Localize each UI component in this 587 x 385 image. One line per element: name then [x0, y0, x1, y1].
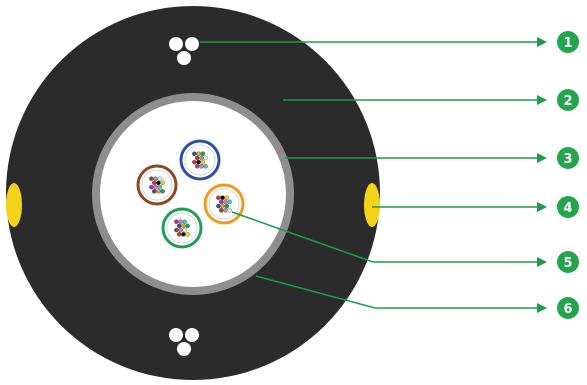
fiber-dot — [157, 184, 163, 190]
fiber-dot — [151, 180, 157, 186]
callout-number-1: 1 — [563, 36, 572, 51]
callout-number-6: 6 — [563, 302, 572, 317]
fiber-dot — [156, 188, 161, 194]
fiber-dot — [220, 203, 225, 209]
fiber-dot — [176, 223, 182, 229]
fiber-dot — [196, 159, 201, 165]
fiber-dot — [149, 184, 154, 190]
callout-badge-3: 3 — [557, 147, 579, 169]
fiber-dot — [223, 199, 228, 205]
fiber-dot — [156, 180, 161, 186]
fiber-dot — [194, 155, 200, 161]
fiber-dot — [200, 151, 206, 156]
fiber-dot — [224, 195, 230, 200]
fiber-dot — [160, 188, 165, 194]
fiber-dot — [174, 227, 179, 233]
arrowhead-2 — [537, 95, 547, 105]
strength-member-bottom — [169, 328, 199, 356]
loose-tube-brown — [136, 164, 178, 206]
fiber-dot — [185, 223, 190, 229]
fiber-dot — [182, 219, 188, 224]
fiber-dot — [157, 176, 163, 181]
arrowhead-3 — [537, 153, 547, 163]
fiber-dot — [176, 231, 182, 237]
fiber-dot — [216, 195, 221, 200]
fiber-dot — [220, 195, 225, 200]
arrowhead-1 — [537, 37, 547, 47]
callout-number-3: 3 — [563, 152, 572, 167]
arrowhead-5 — [537, 257, 547, 267]
fiber-dot — [181, 223, 186, 229]
fiber-dot — [196, 151, 201, 156]
fiber-dot — [185, 231, 190, 237]
arrowheads — [537, 37, 547, 313]
callout-badge-2: 2 — [557, 89, 579, 111]
callout-number-4: 4 — [563, 201, 572, 216]
strength-member-top — [169, 37, 199, 65]
ripcord-left — [6, 183, 22, 227]
fiber-bundles — [149, 151, 232, 237]
loose-tube-orange — [203, 183, 245, 225]
fiber-dot — [216, 203, 221, 209]
fiber-dot — [203, 155, 208, 161]
fiber-dot — [224, 203, 230, 209]
callout-badge-5: 5 — [557, 251, 579, 273]
fiber-dot — [227, 199, 232, 205]
callout-badge-1: 1 — [557, 31, 579, 53]
leader-lines — [200, 41, 540, 309]
callout-number-2: 2 — [563, 94, 572, 109]
leader-line-6 — [255, 275, 540, 309]
fiber-dot — [192, 151, 197, 156]
fiber-dot — [200, 159, 206, 165]
leader-line-5 — [231, 211, 540, 263]
fiber-dot — [199, 155, 204, 161]
loose-tube-green — [161, 207, 203, 249]
fiber-dot — [181, 231, 186, 237]
fiber-dot — [223, 207, 228, 213]
fiber-dot — [160, 180, 165, 186]
fiber-dot — [153, 176, 158, 181]
fiber-dot — [178, 227, 183, 233]
callout-badge-4: 4 — [557, 196, 579, 218]
arrowhead-4 — [537, 202, 547, 212]
fiber-dot — [203, 163, 208, 169]
fiber-dot — [192, 159, 197, 165]
fiber-dot — [227, 207, 232, 213]
fiber-dot — [151, 188, 157, 194]
fiber-dot — [153, 184, 158, 190]
cable-core — [100, 101, 286, 287]
arrowhead-6 — [537, 303, 547, 313]
fiber-dot — [178, 219, 183, 224]
ripcord-right — [364, 183, 380, 227]
fiber-dot — [149, 176, 154, 181]
fiber-dot — [182, 227, 188, 233]
fiber-dot — [218, 199, 224, 205]
fiber-dot — [194, 163, 200, 169]
loose-tube-blue — [179, 139, 221, 181]
callout-badge-6: 6 — [557, 297, 579, 319]
fiber-dot — [218, 207, 224, 213]
fiber-dot — [174, 219, 179, 224]
callout-number-5: 5 — [563, 256, 572, 271]
fiber-dot — [199, 163, 204, 169]
